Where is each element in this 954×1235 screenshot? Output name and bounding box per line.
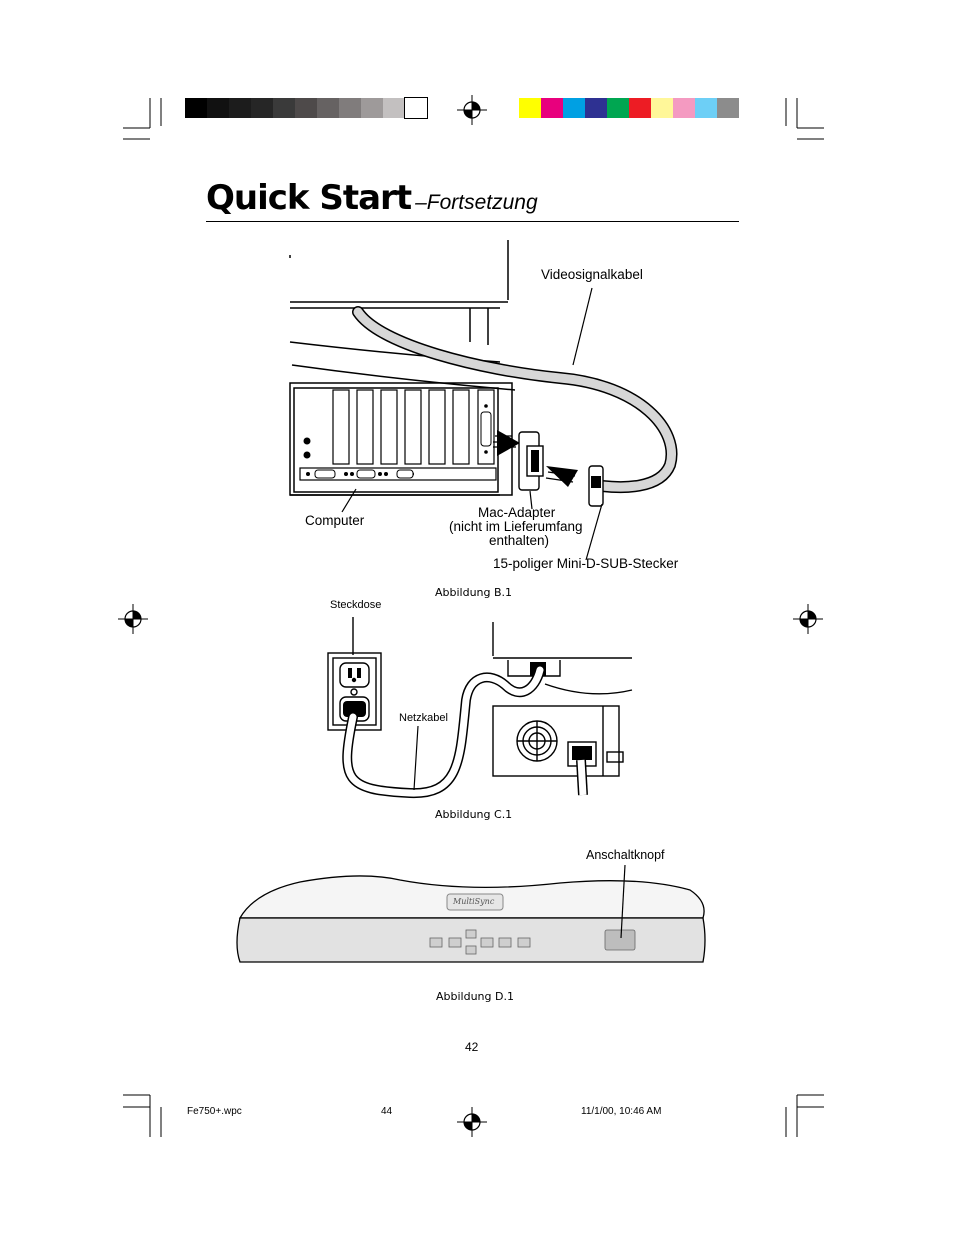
page-number: 42 bbox=[465, 1040, 479, 1054]
figure-b-illustration bbox=[289, 240, 678, 561]
color-swatch bbox=[185, 98, 207, 118]
label-computer: Computer bbox=[305, 513, 365, 528]
color-swatch bbox=[207, 98, 229, 118]
color-swatch bbox=[273, 98, 295, 118]
caption-figure-b: Abbildung B.1 bbox=[435, 586, 513, 599]
multisync-logo: MultiSync bbox=[453, 897, 495, 906]
label-mac-adapter: Mac-Adapter bbox=[478, 505, 556, 520]
color-swatch bbox=[717, 98, 739, 118]
footer-timestamp: 11/1/00, 10:46 AM bbox=[581, 1106, 662, 1117]
color-swatch bbox=[383, 98, 405, 118]
color-swatch bbox=[295, 98, 317, 118]
color-swatch bbox=[339, 98, 361, 118]
figure-d-illustration bbox=[236, 864, 706, 963]
label-anschaltknopf: Anschaltknopf bbox=[586, 848, 665, 862]
label-steckdose: Steckdose bbox=[330, 599, 382, 611]
color-swatch bbox=[361, 98, 383, 118]
label-videosignalkabel: Videosignalkabel bbox=[541, 267, 643, 282]
color-swatch bbox=[651, 98, 673, 118]
color-swatch bbox=[585, 98, 607, 118]
title-rule bbox=[206, 221, 739, 222]
color-swatch bbox=[607, 98, 629, 118]
color-swatch bbox=[673, 98, 695, 118]
color-swatch bbox=[695, 98, 717, 118]
caption-figure-c: Abbildung C.1 bbox=[435, 808, 513, 821]
figure-c-illustration bbox=[327, 617, 633, 799]
color-swatch bbox=[251, 98, 273, 118]
color-swatch bbox=[317, 98, 339, 118]
label-mini-dsub-connector: 15-poliger Mini-D-SUB-Stecker bbox=[493, 556, 679, 571]
color-swatch bbox=[519, 98, 541, 118]
color-swatch bbox=[404, 97, 428, 119]
color-swatch bbox=[629, 98, 651, 118]
page-title: Quick Start–Fortsetzung bbox=[206, 178, 538, 218]
page-subtitle: –Fortsetzung bbox=[415, 191, 538, 214]
color-swatch bbox=[563, 98, 585, 118]
registration-mark-top-icon bbox=[457, 95, 487, 125]
color-swatch bbox=[541, 98, 563, 118]
label-netzkabel: Netzkabel bbox=[399, 712, 448, 724]
label-mac-adapter-note: (nicht im Lieferumfang bbox=[449, 519, 583, 534]
footer-sheet-number: 44 bbox=[381, 1106, 393, 1117]
registration-mark-bottom-icon bbox=[457, 1107, 487, 1137]
registration-mark-right-icon bbox=[793, 604, 823, 634]
caption-figure-d: Abbildung D.1 bbox=[436, 990, 514, 1003]
registration-mark-left-icon bbox=[118, 604, 148, 634]
footer-filename: Fe750+.wpc bbox=[187, 1106, 242, 1117]
color-swatch bbox=[229, 98, 251, 118]
label-mac-adapter-note-2: enthalten) bbox=[489, 533, 550, 548]
